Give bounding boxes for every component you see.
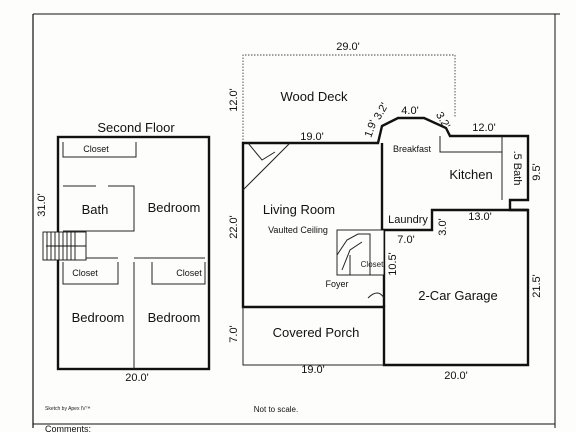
dimension-label: 3.0' bbox=[437, 218, 449, 235]
scale-note: Not to scale. bbox=[254, 405, 298, 414]
bedroom-label: Bedroom bbox=[72, 310, 125, 325]
dimension-label: 1.9' bbox=[363, 119, 380, 139]
dimension-label: 4.0' bbox=[401, 105, 418, 117]
foyer-label: Foyer bbox=[325, 279, 348, 289]
dimension-label: 12.0' bbox=[472, 122, 496, 134]
stair-opening-icon bbox=[42, 231, 87, 261]
porch-outline bbox=[242, 307, 384, 366]
laundry-label: Laundry bbox=[388, 214, 428, 226]
dimension-label: 20.0' bbox=[125, 372, 149, 384]
dimension-label: 3.2' bbox=[372, 101, 391, 122]
living-room-label: Living Room bbox=[263, 202, 335, 217]
half-bath-label: .5 Bath bbox=[511, 151, 523, 186]
comments-label: Comments: bbox=[45, 424, 91, 432]
dimension-label: 10.5' bbox=[387, 252, 399, 276]
kitchen-label: Kitchen bbox=[449, 167, 492, 182]
fireplace-icon bbox=[242, 142, 291, 191]
wood-deck-outline bbox=[242, 54, 456, 143]
sketch-credit: Sketch by Apex IV™ bbox=[45, 406, 91, 412]
sketch-footer: Sketch by Apex IV™ Not to scale. Comment… bbox=[45, 405, 298, 432]
house-outline bbox=[241, 116, 530, 367]
garage-label: 2-Car Garage bbox=[418, 288, 497, 303]
dimension-label: 12.0' bbox=[228, 88, 240, 112]
closet-label: Closet bbox=[361, 260, 384, 269]
dimension-label: 3.2' bbox=[433, 110, 452, 131]
dimension-label: 19.0' bbox=[300, 131, 324, 143]
closet-label: Closet bbox=[72, 268, 98, 278]
second-floor-title: Second Floor bbox=[97, 120, 175, 135]
door-swing-icon bbox=[367, 292, 385, 299]
second-floor-plan: Second Floor Closet Bath Bedroom Closet … bbox=[36, 120, 211, 384]
closet-label: Closet bbox=[176, 268, 202, 278]
dimension-label: 20.0' bbox=[444, 370, 468, 382]
dimension-label: 29.0' bbox=[336, 41, 360, 53]
vaulted-ceiling-label: Vaulted Ceiling bbox=[268, 225, 328, 235]
dimension-label: 7.0' bbox=[228, 325, 240, 342]
first-floor-plan: Wood Deck Living Room Vaulted Ceiling Fo… bbox=[228, 41, 543, 382]
closet-label: Closet bbox=[83, 144, 109, 154]
dimension-label: 31.0' bbox=[36, 193, 48, 217]
covered-porch-label: Covered Porch bbox=[273, 325, 360, 340]
bath-label: Bath bbox=[82, 202, 109, 217]
breakfast-label: Breakfast bbox=[393, 144, 432, 154]
staircase-icon bbox=[336, 229, 385, 276]
dimension-label: 19.0' bbox=[301, 364, 325, 376]
dimension-label: 22.0' bbox=[228, 215, 240, 239]
page-frame bbox=[32, 13, 560, 428]
dimension-label: 13.0' bbox=[468, 211, 492, 223]
bedroom-label: Bedroom bbox=[148, 310, 201, 325]
dimension-label: 7.0' bbox=[397, 234, 414, 246]
dimension-label: 9.5' bbox=[531, 163, 543, 180]
bedroom-label: Bedroom bbox=[148, 200, 201, 215]
wood-deck-label: Wood Deck bbox=[281, 89, 348, 104]
dimension-label: 21.5' bbox=[531, 274, 543, 298]
